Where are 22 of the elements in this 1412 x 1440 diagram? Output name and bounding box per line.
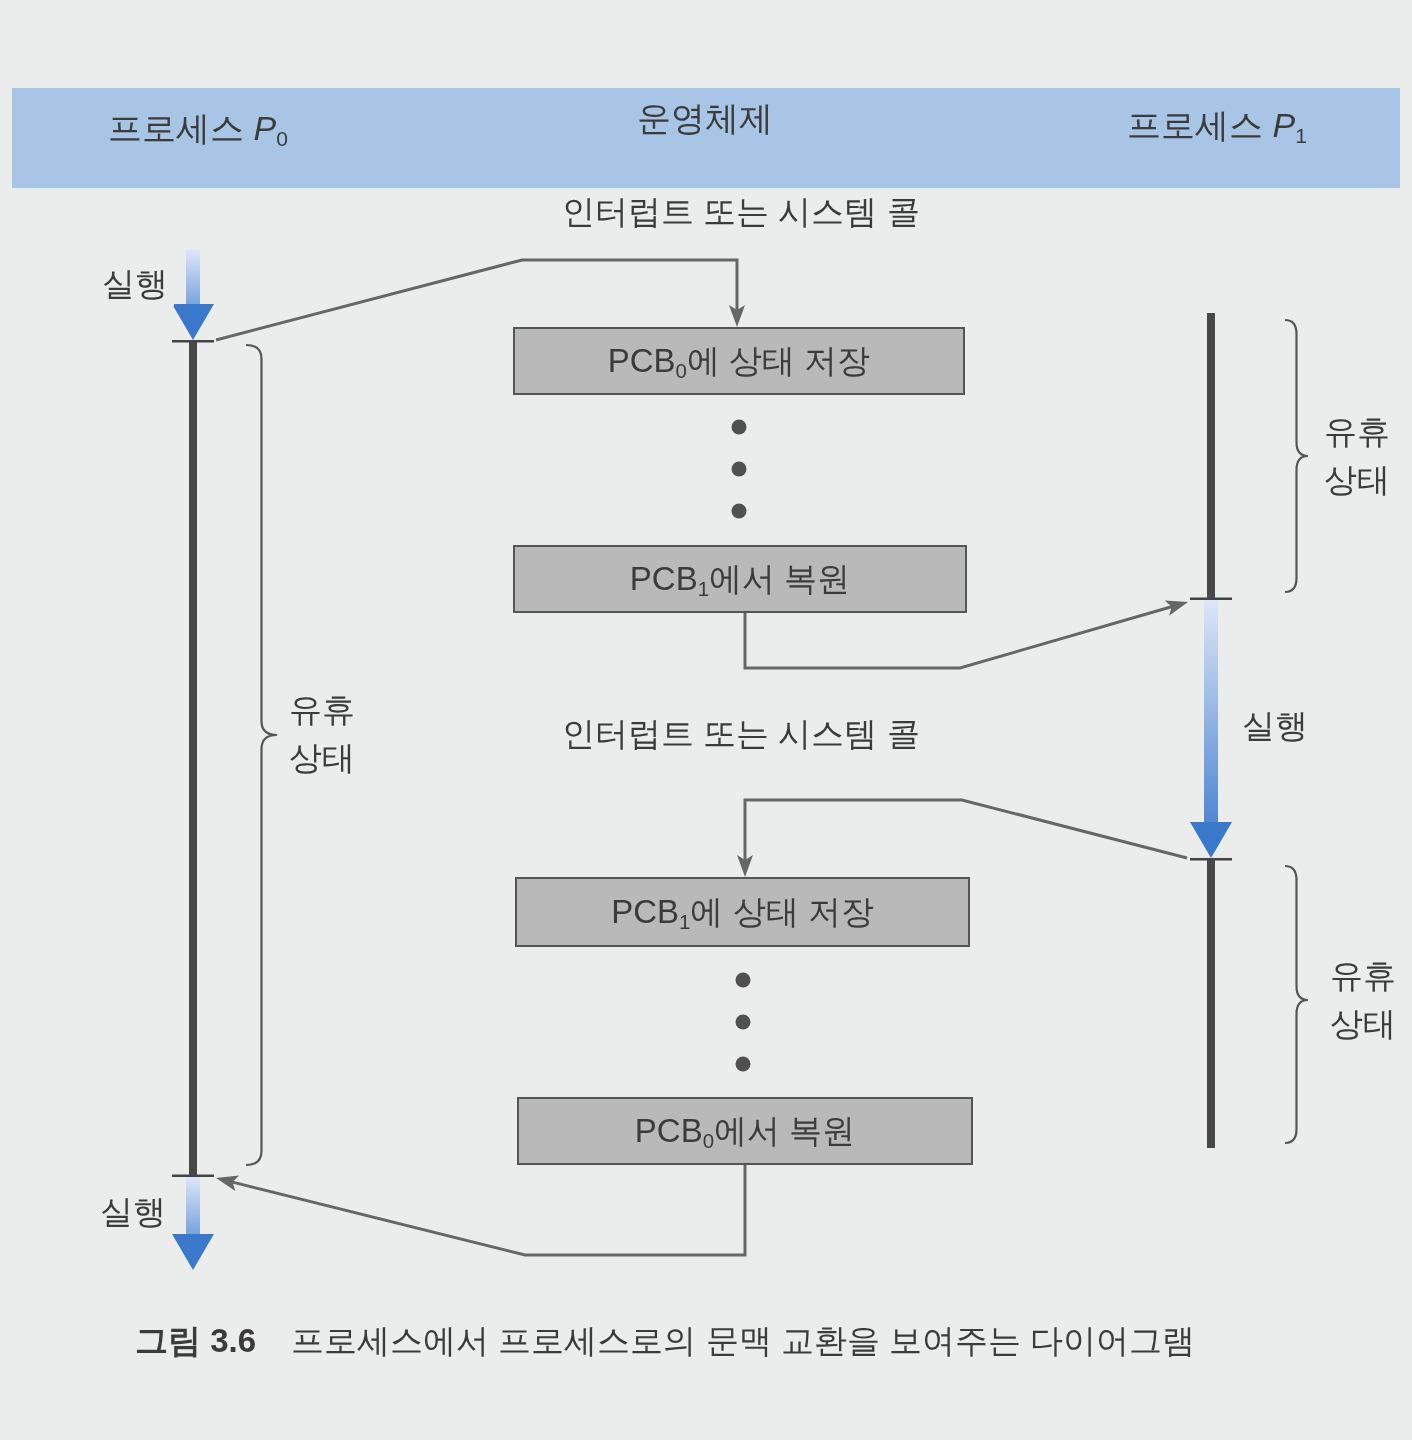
column-heading: 프로세스 P$_{0}$ [108, 108, 288, 148]
arrow [737, 798, 1188, 877]
arrow [216, 1165, 747, 1257]
arrow [743, 600, 1188, 670]
header-band [12, 88, 1400, 188]
process-box: PCB$_{0}$에 상태 저장 [513, 327, 965, 395]
execution-arrow [172, 1177, 214, 1270]
side-label: 유휴 상태 [1323, 412, 1391, 500]
execution-arrow [172, 250, 214, 340]
side-label: 유휴 상태 [1329, 956, 1397, 1044]
timeline-bar [1190, 858, 1232, 1148]
timeline-bar [172, 340, 214, 1177]
execution-arrow [1190, 600, 1232, 858]
timeline-bar [1190, 313, 1232, 600]
column-heading: 운영체제 [637, 98, 773, 138]
figure-caption: 그림 3.6 프로세스에서 프로세스로의 문맥 교환을 보여주는 다이어그램 [135, 1321, 1196, 1361]
process-box: PCB$_{1}$에 상태 저장 [515, 877, 970, 947]
arrow [215, 258, 745, 342]
process-box: PCB$_{0}$에서 복원 [517, 1097, 973, 1165]
side-label: 유휴 상태 [288, 690, 356, 778]
process-box: PCB$_{1}$에서 복원 [513, 545, 967, 613]
column-heading: 프로세스 P$_{1}$ [1127, 105, 1307, 145]
